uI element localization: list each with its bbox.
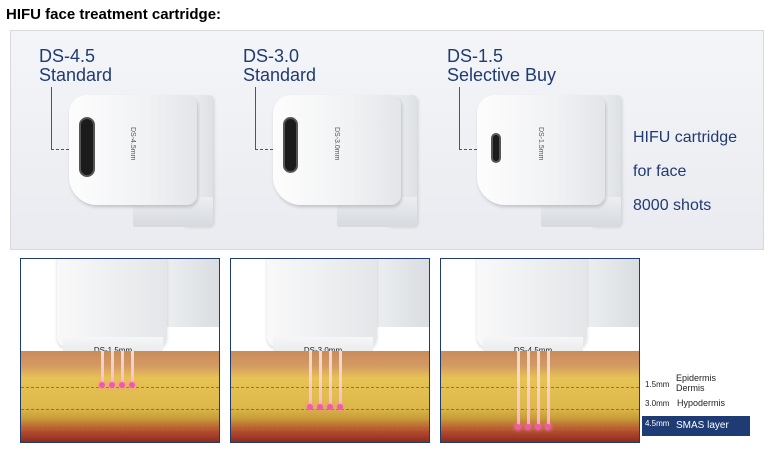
layer-boundary <box>441 409 639 410</box>
legend-label-epidermis: Epidermis <box>676 373 717 383</box>
depth-mark: DS-1.5mm <box>537 127 544 161</box>
layer-boundary <box>231 429 429 430</box>
layer-boundary <box>21 409 219 410</box>
layer-boundary <box>441 387 639 388</box>
cartridge-type: Selective Buy <box>447 65 557 85</box>
leader-line <box>459 87 460 149</box>
leader-line <box>255 149 283 150</box>
ultrasound-beam <box>309 351 312 407</box>
cartridge-ds-4-5: DS-4.5 Standard DS-4.5mm <box>33 47 223 237</box>
skin-layers <box>441 351 639 442</box>
depth-mark: DS-4.5mm <box>129 127 136 161</box>
focal-point <box>307 404 313 410</box>
layer-boundary <box>21 429 219 430</box>
transducer-window <box>283 117 298 173</box>
focal-point <box>99 382 105 388</box>
depth-mark: DS-3.0mm <box>333 127 340 161</box>
leader-line <box>255 87 256 149</box>
cartridge-ds-3-0: DS-3.0 Standard DS-3.0mm <box>237 47 427 237</box>
skin-panel-ds-3-0: DS-3.0mm <box>230 258 430 443</box>
cartridge-type: Standard <box>39 65 113 85</box>
legend-depth: 1.5mm <box>645 380 670 389</box>
ultrasound-beam <box>527 351 530 427</box>
cartridge-ds-1-5: DS-1.5 Selective Buy DS-1.5mm <box>441 47 631 237</box>
transducer-window <box>491 133 501 163</box>
focal-point <box>119 382 125 388</box>
ultrasound-beam <box>517 351 520 427</box>
page-title: HIFU face treatment cartridge: <box>6 6 222 23</box>
side-info-line: HIFU cartridge <box>633 129 738 146</box>
legend-depth: 3.0mm <box>645 399 670 408</box>
ultrasound-beam <box>131 351 134 385</box>
cartridge-code: DS-3.0 <box>243 46 300 66</box>
focal-point <box>327 404 333 410</box>
legend-smas-box: SMAS layer <box>642 416 750 436</box>
legend-label-smas: SMAS layer <box>676 420 729 431</box>
skin-layers <box>21 351 219 442</box>
cartridge-showcase: DS-4.5 Standard DS-4.5mm DS-3.0 Standard… <box>10 30 764 250</box>
ultrasound-beam <box>121 351 124 385</box>
focal-point <box>129 382 135 388</box>
handpiece-back <box>581 259 639 327</box>
focal-point <box>535 424 541 430</box>
cartridge-code: DS-4.5 <box>39 46 96 66</box>
handpiece-back <box>161 259 219 327</box>
handpiece-back <box>371 259 429 327</box>
focal-point <box>317 404 323 410</box>
cartridge-label: DS-4.5 Standard <box>39 47 112 85</box>
skin-panel-ds-1-5: DS-1.5mm <box>20 258 220 443</box>
cartridge-label: DS-1.5 Selective Buy <box>447 47 556 85</box>
leader-line <box>51 87 52 149</box>
ultrasound-beam <box>547 351 550 427</box>
skin-layers <box>231 351 429 442</box>
ultrasound-beam <box>319 351 322 407</box>
cartridge-code: DS-1.5 <box>447 46 504 66</box>
legend-label-hypodermis: Hypodermis <box>677 398 726 408</box>
focal-point <box>515 424 521 430</box>
ultrasound-beam <box>111 351 114 385</box>
handpiece <box>477 259 587 347</box>
legend-depth: 4.5mm <box>645 419 670 428</box>
focal-point <box>525 424 531 430</box>
side-info-line: for face <box>633 163 687 180</box>
focal-point <box>337 404 343 410</box>
ultrasound-beam <box>101 351 104 385</box>
handpiece <box>267 259 377 347</box>
transducer-window <box>79 117 95 177</box>
leader-line <box>51 149 79 150</box>
focal-point <box>545 424 551 430</box>
side-info-line: 8000 shots <box>633 197 712 214</box>
legend-label-dermis: Dermis <box>676 383 705 393</box>
handpiece <box>57 259 167 347</box>
layer-boundary <box>441 429 639 430</box>
cartridge-label: DS-3.0 Standard <box>243 47 316 85</box>
leader-line <box>459 149 487 150</box>
skin-panel-ds-4-5: DS-4.5mm <box>440 258 640 443</box>
focal-point <box>109 382 115 388</box>
ultrasound-beam <box>339 351 342 407</box>
ultrasound-beam <box>329 351 332 407</box>
cartridge-type: Standard <box>243 65 317 85</box>
ultrasound-beam <box>537 351 540 427</box>
